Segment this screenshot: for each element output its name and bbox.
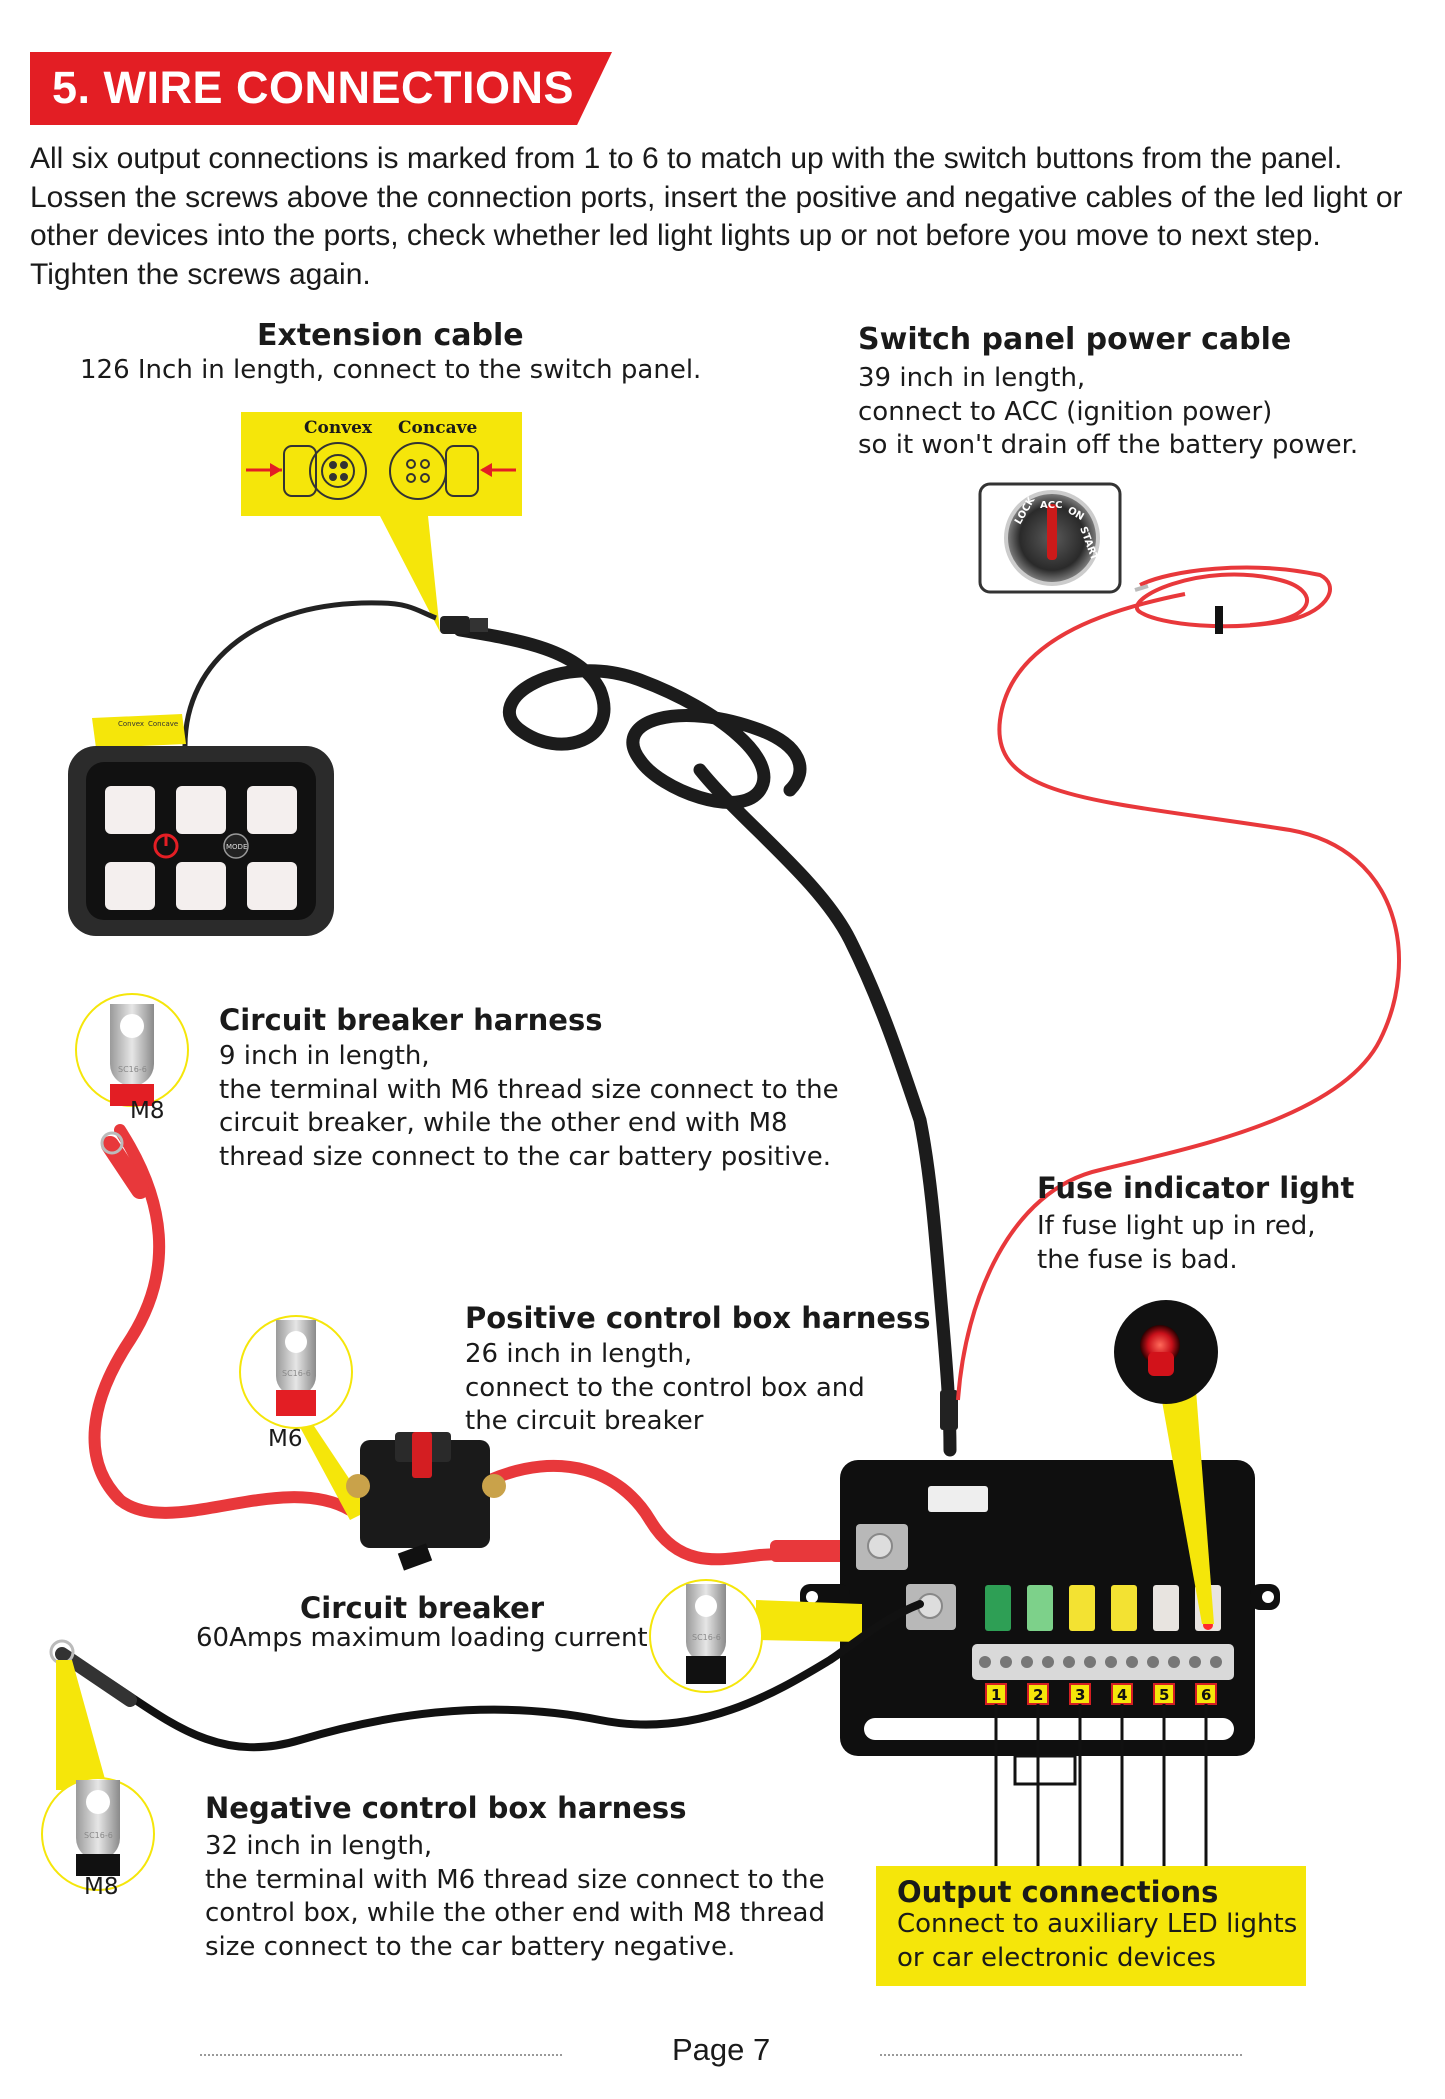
concave-connector-drawing bbox=[389, 442, 516, 500]
positive-harness-wire bbox=[484, 1459, 856, 1566]
fuse-row bbox=[985, 1585, 1221, 1631]
control-box-connector-port bbox=[928, 1486, 988, 1512]
positive-harness-title: Positive control box harness bbox=[465, 1301, 931, 1335]
output-port-labels: 1 2 3 4 5 6 bbox=[985, 1683, 1217, 1705]
negative-m8-label: M8 bbox=[84, 1874, 118, 1900]
switch-panel-pigtail bbox=[182, 600, 437, 747]
port-2-label: 2 bbox=[1033, 1686, 1043, 1704]
fuse-indicator-title: Fuse indicator light bbox=[1037, 1171, 1355, 1205]
extension-cable-description: 126 Inch in length, connect to the switc… bbox=[80, 355, 702, 385]
negative-harness-title: Negative control box harness bbox=[205, 1791, 687, 1825]
output-connections-title: Output connections bbox=[897, 1875, 1219, 1909]
control-box-plug bbox=[940, 1390, 958, 1430]
circuit-breaker-harness-title: Circuit breaker harness bbox=[219, 1003, 603, 1037]
port-4-label: 4 bbox=[1117, 1686, 1127, 1704]
page-number: Page 7 bbox=[672, 2032, 771, 2067]
fuse-indicator-description: If fuse light up in red, the fuse is bad… bbox=[1037, 1211, 1316, 1275]
extension-callout-pointer bbox=[380, 516, 440, 632]
circuit-breaker-description: 60Amps maximum loading current bbox=[196, 1623, 648, 1653]
section-title: 5. WIRE CONNECTIONS bbox=[52, 62, 575, 113]
section-header-banner bbox=[30, 52, 612, 125]
switch-panel-power-cable-description: 39 inch in length, connect to ACC (ignit… bbox=[858, 363, 1359, 460]
port-1-label: 1 bbox=[991, 1686, 1001, 1704]
ignition-label-acc: ACC bbox=[1040, 500, 1062, 511]
port-5-label: 5 bbox=[1159, 1686, 1169, 1704]
extension-cable-title: Extension cable bbox=[257, 318, 524, 353]
svg-text:SC16-6: SC16-6 bbox=[692, 1633, 721, 1642]
mode-label: MODE bbox=[226, 843, 247, 851]
footer-rule-right bbox=[880, 2054, 1242, 2056]
negative-harness-description: 32 inch in length, the terminal with M6 … bbox=[205, 1831, 825, 1962]
output-wires bbox=[994, 1704, 1208, 1868]
m8-label-top: M8 bbox=[130, 1098, 164, 1124]
port-6-label: 6 bbox=[1201, 1686, 1211, 1704]
output-connections-callout-box bbox=[876, 1866, 1306, 1986]
circuit-breaker-harness-description: 9 inch in length, the terminal with M6 t… bbox=[219, 1041, 839, 1172]
positive-harness-description: 26 inch in length, connect to the contro… bbox=[465, 1339, 865, 1436]
fuse-callout-pointer bbox=[1160, 1390, 1214, 1624]
svg-text:SC16-6: SC16-6 bbox=[84, 1831, 113, 1840]
circuit-breaker-title: Circuit breaker bbox=[300, 1591, 545, 1625]
convex-connector-drawing bbox=[246, 442, 367, 500]
circuit-breaker-harness-wire bbox=[88, 1124, 356, 1519]
footer-rule-left bbox=[200, 2054, 562, 2056]
ignition-power-wire bbox=[956, 592, 1401, 1401]
intro-paragraph: All six output connections is marked fro… bbox=[30, 142, 1403, 291]
extension-cable-coil bbox=[453, 623, 957, 1457]
switch-panel-power-cable-title: Switch panel power cable bbox=[858, 322, 1292, 357]
ignition-wire-coil bbox=[1135, 565, 1332, 629]
mode-button-icon bbox=[223, 833, 249, 859]
svg-text:Convex: Convex bbox=[118, 720, 144, 728]
panel-sticker bbox=[92, 714, 186, 748]
convex-label: Convex bbox=[304, 418, 373, 438]
output-connections-description: Connect to auxiliary LED lights or car e… bbox=[897, 1909, 1298, 1973]
svg-text:SC16-6: SC16-6 bbox=[118, 1065, 147, 1074]
concave-label: Concave bbox=[398, 418, 478, 438]
m6-label: M6 bbox=[268, 1426, 302, 1452]
negative-harness-wire bbox=[58, 1600, 924, 1752]
power-icon bbox=[153, 833, 179, 859]
switch-panel-buttons bbox=[105, 786, 297, 910]
svg-text:Concave: Concave bbox=[148, 720, 178, 728]
connector-callout-box bbox=[241, 412, 522, 516]
port-3-label: 3 bbox=[1075, 1686, 1085, 1704]
circuit-breaker-device bbox=[346, 1432, 506, 1571]
extension-connector bbox=[440, 616, 470, 634]
svg-text:SC16-6: SC16-6 bbox=[282, 1369, 311, 1378]
